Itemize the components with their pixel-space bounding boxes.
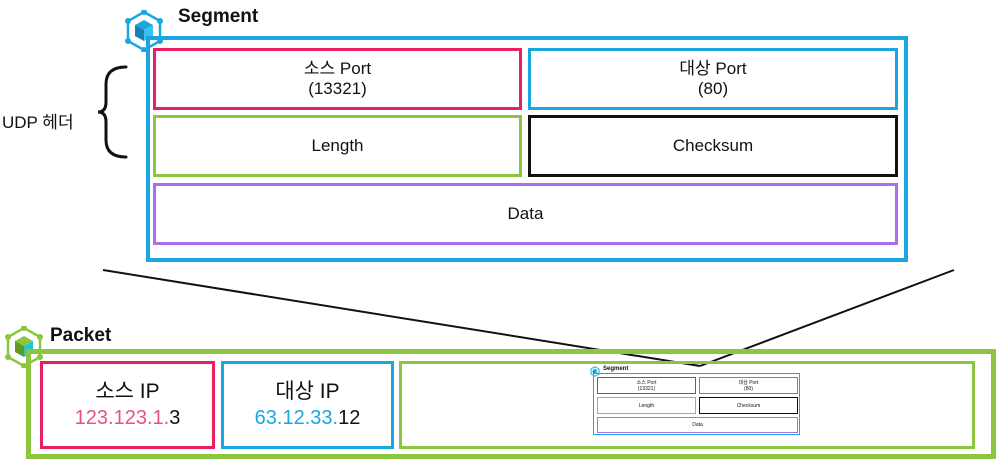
mini-checksum: Checksum [699, 397, 798, 414]
mini-length: Length [597, 397, 696, 414]
checksum-field: Checksum [528, 115, 898, 177]
src-port-value: (13321) [308, 79, 367, 98]
src-port-field: 소스 Port (13321) [153, 48, 522, 110]
mini-src-port-value: (13321) [637, 385, 656, 392]
mini-src-port-label: 소스 Port [636, 379, 657, 386]
data-field: Data [153, 183, 898, 245]
udp-header-label: UDP 헤더 [2, 113, 74, 132]
checksum-label: Checksum [672, 136, 754, 155]
mini-checksum-label: Checksum [736, 402, 761, 409]
mini-segment: Segment 소스 Port (13321) 대상 Port (80) Len… [590, 366, 810, 439]
src-ip-prefix: 123.123.1. [74, 407, 170, 429]
src-ip-field: 소스 IP 123.123.1.3 [40, 361, 215, 449]
mini-src-port: 소스 Port (13321) [597, 377, 696, 394]
src-ip-label: 소스 IP [95, 380, 160, 403]
dst-ip-field: 대상 IP 63.12.33.12 [221, 361, 394, 449]
mini-dst-port: 대상 Port (80) [699, 377, 798, 394]
src-ip-last: 3 [169, 407, 181, 429]
packet-title: Packet [50, 325, 112, 346]
mini-segment-box [593, 373, 800, 435]
data-label: Data [507, 204, 544, 223]
packet-box [26, 349, 996, 459]
src-ip-value: 123.123.1.3 [75, 405, 181, 431]
mini-dst-port-value: (80) [744, 385, 753, 392]
segment-box [146, 36, 908, 262]
mini-length-label: Length [638, 402, 655, 409]
dst-port-field: 대상 Port (80) [528, 48, 898, 110]
mini-dst-port-label: 대상 Port [738, 379, 759, 386]
mini-data-label: Data [692, 422, 703, 428]
dst-ip-value: 63.12.33.12 [255, 405, 361, 431]
length-label: Length [311, 136, 364, 155]
mini-segment-title: Segment [603, 366, 629, 372]
dst-port-label: 대상 Port [679, 59, 747, 78]
mini-data: Data [597, 417, 798, 433]
packet-payload-field [399, 361, 975, 449]
dst-ip-last: 12 [338, 407, 361, 429]
dst-ip-prefix: 63.12.33. [254, 407, 339, 429]
dst-port-value: (80) [697, 79, 729, 98]
dst-ip-label: 대상 IP [275, 380, 340, 403]
length-field: Length [153, 115, 522, 177]
udp-header-brace [97, 65, 128, 159]
segment-icon [124, 9, 164, 53]
src-port-label: 소스 Port [303, 59, 372, 78]
segment-title: Segment [178, 6, 259, 27]
